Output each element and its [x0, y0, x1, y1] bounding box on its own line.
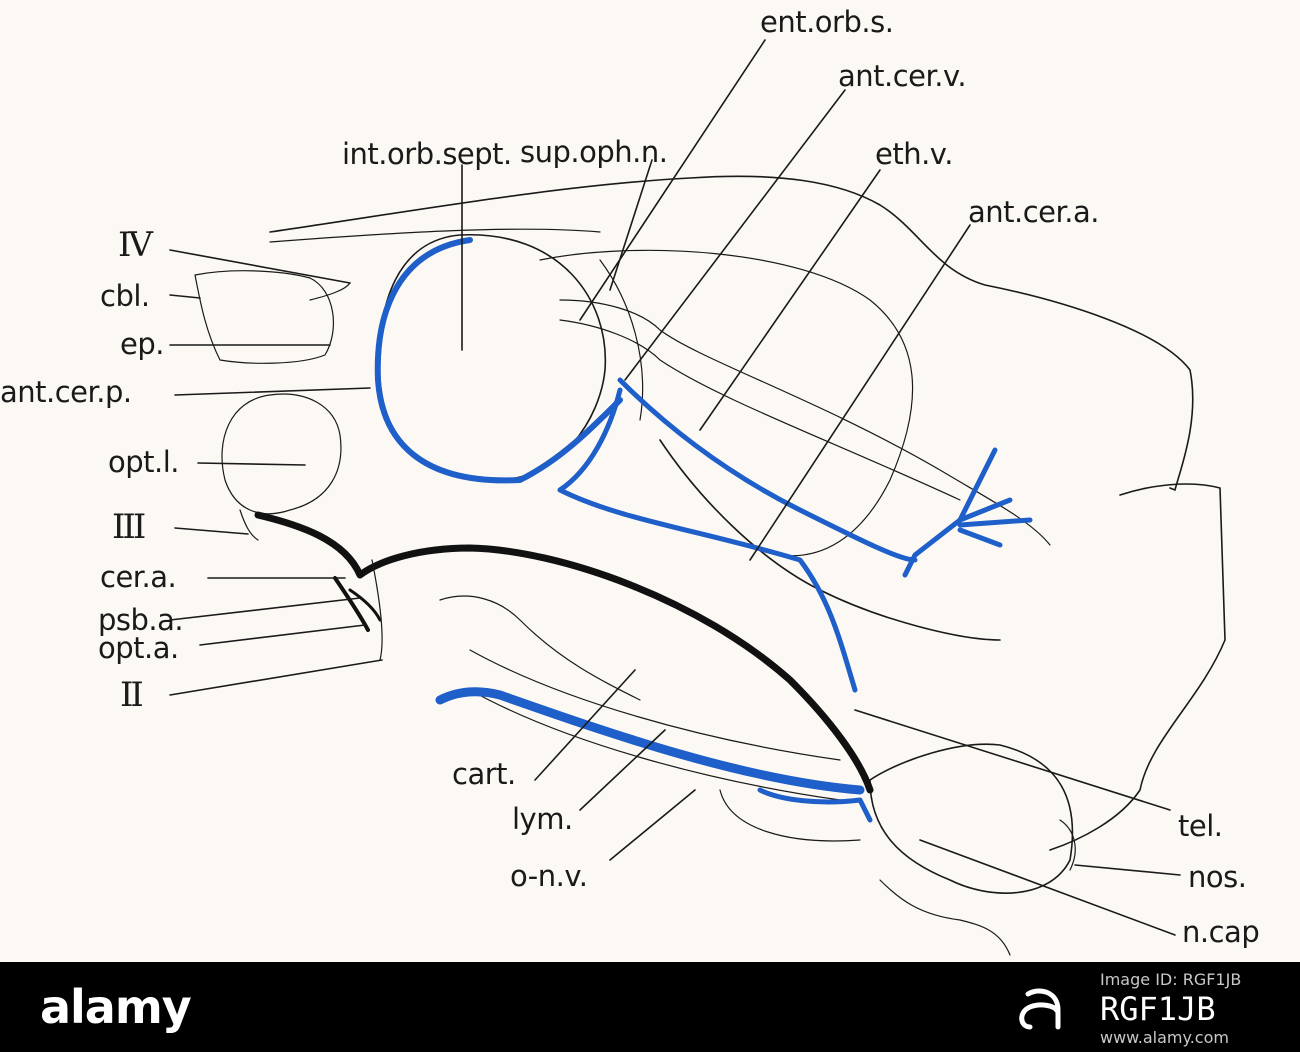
leader-ii	[170, 660, 382, 695]
image-id-caption: Image ID: RGF1JB	[1100, 970, 1241, 989]
label-ant-cer-a: ant.cer.a.	[968, 198, 1099, 227]
orbital-upper	[560, 300, 1050, 545]
leader-psb-a	[170, 598, 360, 620]
label-tel: tel.	[1178, 812, 1223, 841]
label-n-cap: n.cap	[1182, 918, 1259, 947]
leader-o-n-v	[610, 790, 695, 860]
leader-iii	[175, 528, 248, 534]
leader-tel	[855, 710, 1170, 810]
label-ii: II	[120, 678, 141, 712]
alamy-a-icon	[1010, 972, 1080, 1042]
orbito-nasal-branch	[760, 790, 870, 820]
leader-ant-cer-p	[175, 388, 370, 395]
label-ant-cer-p: ant.cer.p.	[0, 378, 132, 407]
label-int-orb-sept: int.orb.sept.	[342, 140, 512, 169]
label-ant-cer-v: ant.cer.v.	[838, 62, 966, 91]
label-cbl: cbl.	[100, 282, 150, 311]
cerebellum	[195, 271, 333, 364]
lower-edge	[880, 880, 1010, 955]
leader-opt-a	[200, 625, 365, 645]
label-o-n-v: o-n.v.	[510, 862, 587, 891]
leader-n-cap	[920, 840, 1175, 935]
anatomical-diagram: ent.orb.s. ant.cer.v. int.orb.sept. sup.…	[0, 0, 1300, 962]
label-iv: IV	[118, 228, 150, 262]
pseudobranchial-artery	[335, 578, 368, 630]
label-eth-v: eth.v.	[875, 140, 953, 169]
nasal-capsule	[870, 744, 1072, 893]
alamy-wordmark: alamy	[40, 980, 191, 1034]
label-iii: III	[112, 510, 143, 544]
stock-footer-bar: alamy Image ID: RGF1JB RGF1JB www.alamy.…	[0, 962, 1300, 1052]
label-ep: ep.	[120, 330, 164, 359]
optic-lobe	[222, 394, 341, 514]
nasal-block	[1050, 484, 1225, 850]
leader-sup-oph-n	[610, 160, 652, 290]
orbital-lower	[560, 320, 960, 500]
label-opt-a: opt.a.	[98, 634, 179, 663]
anterior-cerebral-vein	[560, 390, 855, 690]
leader-opt-l	[198, 463, 305, 465]
leader-ant-cer-a	[750, 225, 970, 560]
alamy-url: www.alamy.com	[1100, 1028, 1229, 1047]
ophthalmic-vein-loop	[378, 240, 620, 480]
leader-nos	[1075, 865, 1180, 875]
label-nos: nos.	[1188, 863, 1246, 892]
leader-eth-v	[700, 170, 880, 430]
leader-cbl	[170, 295, 200, 298]
snout-lower	[440, 596, 640, 700]
label-lym: lym.	[512, 805, 573, 834]
label-ent-orb-s: ent.orb.s.	[760, 8, 893, 37]
label-opt-l: opt.l.	[108, 448, 179, 477]
image-id: RGF1JB	[1100, 990, 1216, 1028]
leader-iv	[170, 250, 350, 283]
leader-ent-orb-s	[580, 40, 765, 320]
leader-ant-cer-v	[625, 90, 845, 380]
label-cer-a: cer.a.	[100, 563, 176, 592]
epiphysis-stalk	[310, 283, 350, 300]
label-cart: cart.	[452, 760, 516, 789]
label-sup-oph-n: sup.oph.n.	[520, 138, 667, 167]
